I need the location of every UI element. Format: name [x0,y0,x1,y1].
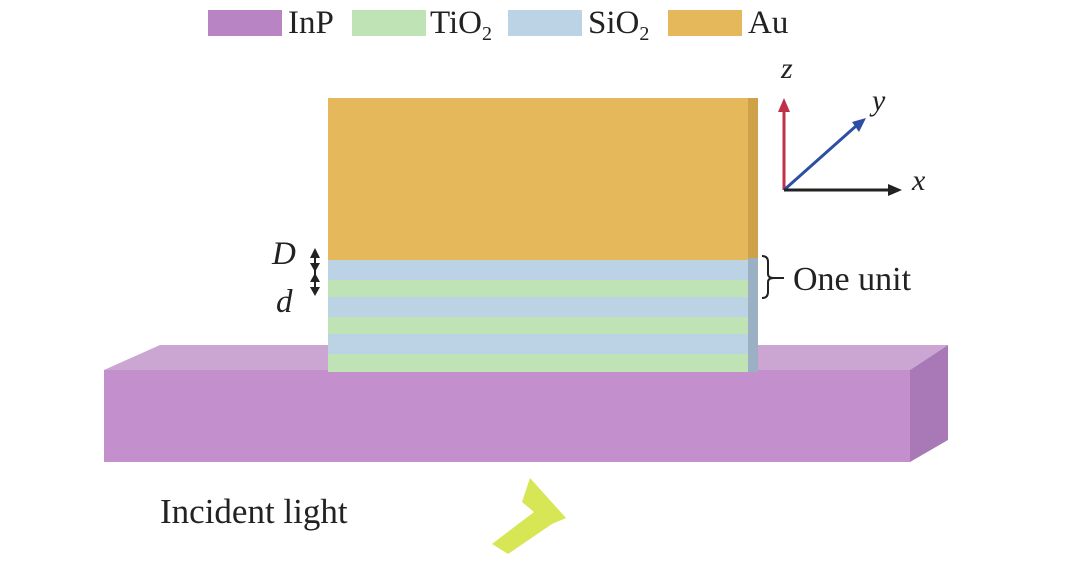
incident-light-label: Incident light [160,492,348,531]
x-axis-label: x [911,164,926,197]
one-unit-annotation: One unit [761,255,912,299]
au-layer [328,98,748,260]
sio2-layer-2 [328,297,748,317]
legend-label-sio2: SiO2 [588,5,649,45]
thickness-arrowhead-D-top [310,248,320,258]
thickness-markers: D d [271,236,320,320]
thickness-arrowhead-d-bottom [310,287,320,296]
tio2-layer-1 [328,280,748,297]
legend-swatch-inp [208,10,282,36]
one-unit-bracket [761,255,775,299]
thickness-arrowhead-d-top [310,273,320,282]
y-axis-label: y [869,84,886,117]
legend-swatch-sio2 [508,10,582,36]
one-unit-label: One unit [793,261,912,298]
device-stack [328,98,758,372]
incident-light: Incident light [160,478,566,554]
coordinate-axes: z y x [778,52,926,197]
y-axis-arrowhead [852,118,866,132]
z-axis-arrowhead [778,98,790,112]
z-axis-label: z [780,52,793,85]
au-side-shade [748,98,758,258]
legend-label-tio2: TiO2 [430,5,492,45]
legend-swatch-au [668,10,742,36]
sio2-layer-3 [328,334,748,354]
legend-label-inp: InP [288,5,334,41]
legend-swatch-tio2 [352,10,426,36]
thickness-label-d: d [276,284,293,320]
legend: InP TiO2 SiO2 Au [208,5,788,45]
y-axis [783,124,857,192]
incident-light-arrow [492,478,566,554]
thickness-arrowhead-D-bottom [310,263,320,272]
tio2-layer-3 [328,354,748,372]
x-axis-arrowhead [888,184,902,196]
tio2-layer-2 [328,317,748,334]
thickness-label-D: D [271,236,296,272]
inp-substrate-side-face [910,345,948,462]
legend-label-au: Au [748,5,788,41]
inp-substrate-front-face [104,370,910,462]
sio2-layer-1 [328,260,748,280]
